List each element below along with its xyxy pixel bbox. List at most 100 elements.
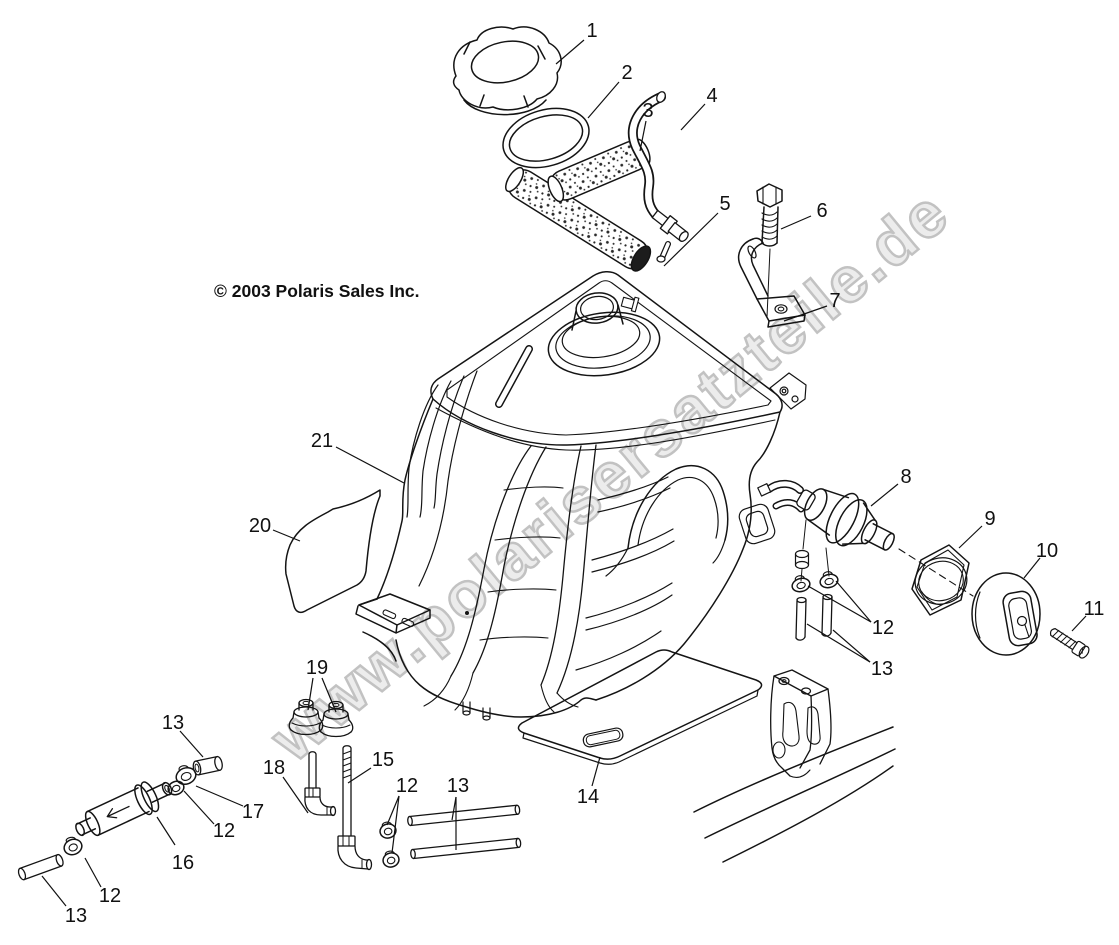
clamp-bottom-left-part xyxy=(63,836,83,856)
callout-leader-line xyxy=(84,857,102,888)
tank-foot-flange xyxy=(355,593,431,662)
callout-label-12: 12 xyxy=(872,617,894,639)
callout-label-12: 12 xyxy=(396,775,418,797)
grommet-part xyxy=(288,698,354,738)
heat-shield-part xyxy=(517,649,763,765)
callout-label-20: 20 xyxy=(249,515,271,537)
seat-channel xyxy=(423,444,597,713)
callout-leader-line xyxy=(321,677,337,713)
callout-leader-line xyxy=(391,795,400,854)
callout-label-21: 21 xyxy=(311,430,333,452)
callout-label-3: 3 xyxy=(642,100,653,122)
callout-label-4: 4 xyxy=(706,85,717,107)
mount-bracket-part xyxy=(737,237,806,328)
callout-leader-line xyxy=(195,785,244,807)
callout-label-11: 11 xyxy=(1084,598,1105,620)
callout-label-13: 13 xyxy=(65,905,87,927)
tee-fitting-part xyxy=(651,209,689,263)
callout-leader-line xyxy=(335,446,405,484)
tank-mount-tab xyxy=(769,372,807,410)
callout-label-12: 12 xyxy=(213,820,235,842)
callout-leader-line xyxy=(780,215,812,230)
callout-leader-line xyxy=(807,585,872,623)
callout-leader-line xyxy=(680,103,706,131)
fuel-valve-part xyxy=(757,479,895,582)
callout-leader-line xyxy=(639,120,647,152)
callout-leader-line xyxy=(1023,557,1041,579)
callout-label-6: 6 xyxy=(816,200,827,222)
fuel-tank-part xyxy=(355,271,807,721)
fuel-filter-part xyxy=(75,781,173,837)
callout-label-2: 2 xyxy=(621,62,632,84)
callout-label-8: 8 xyxy=(900,466,911,488)
callout-label-13: 13 xyxy=(162,712,184,734)
callout-leader-line xyxy=(555,39,585,65)
callout-leader-line xyxy=(41,875,67,907)
fuel-cap-part xyxy=(452,26,562,116)
callout-leader-line xyxy=(832,629,871,663)
bolt-part xyxy=(756,183,783,318)
short-hose-part xyxy=(192,755,223,776)
tank-pegs xyxy=(462,701,491,721)
callout-leader-line xyxy=(835,580,872,623)
callout-leader-line xyxy=(272,529,301,542)
callout-leader-line xyxy=(870,483,899,507)
callout-label-17: 17 xyxy=(242,801,264,823)
callout-leader-line xyxy=(183,790,215,825)
tank-pad-part xyxy=(284,489,381,614)
retainer-nut-part xyxy=(911,544,970,616)
assembly-axis-line xyxy=(898,548,974,597)
elbow-fitting-part xyxy=(304,751,337,817)
fuel-gauge-strip xyxy=(495,345,533,408)
callout-leader-line xyxy=(282,776,309,814)
tank-side-tab xyxy=(738,503,776,545)
callout-label-1: 1 xyxy=(586,20,597,42)
vent-hose-part xyxy=(627,91,666,220)
foam-strip-part xyxy=(505,138,652,272)
callout-label-9: 9 xyxy=(984,508,995,530)
frame-bracket xyxy=(770,669,832,778)
callout-label-13: 13 xyxy=(871,658,893,680)
callout-label-15: 15 xyxy=(372,749,394,771)
callout-leader-line xyxy=(386,795,400,826)
clamp-bottom-mid-part xyxy=(379,821,400,868)
callout-leader-line xyxy=(958,525,983,549)
callout-leader-line xyxy=(783,305,828,322)
callout-label-12: 12 xyxy=(99,885,121,907)
callout-leader-line xyxy=(156,816,176,846)
tube-bottom-mid-part xyxy=(407,804,522,860)
callout-leader-line xyxy=(179,730,204,758)
callout-leader-line xyxy=(806,623,871,663)
o-ring-part xyxy=(502,107,590,169)
callout-label-19: 19 xyxy=(306,657,328,679)
callout-label-18: 18 xyxy=(263,757,285,779)
flow-arrow xyxy=(106,805,130,819)
callout-leader-line xyxy=(591,756,601,787)
callout-label-16: 16 xyxy=(172,852,194,874)
callout-label-5: 5 xyxy=(719,193,730,215)
valve-cap-part xyxy=(971,572,1041,656)
tank-side-ribs xyxy=(575,476,675,671)
callout-leader-line xyxy=(663,212,719,267)
callout-leader-line xyxy=(451,796,457,821)
hose-bottom-left-part xyxy=(17,853,64,881)
callout-leader-line xyxy=(347,767,372,784)
copyright-text: © 2003 Polaris Sales Inc. xyxy=(214,281,420,301)
screw-part xyxy=(1049,628,1090,659)
callout-leader-line xyxy=(1071,615,1087,632)
hose-clamp-part xyxy=(791,571,839,593)
callout-leader-line xyxy=(307,677,314,711)
callout-label-13: 13 xyxy=(447,775,469,797)
fuel-line-part xyxy=(795,593,833,641)
long-fitting-part xyxy=(337,745,373,871)
filler-neck xyxy=(547,292,661,377)
vent-hole xyxy=(465,611,469,615)
callout-label-14: 14 xyxy=(577,786,599,808)
frame-rail xyxy=(693,726,896,863)
callout-leader-line xyxy=(587,81,620,119)
callout-label-7: 7 xyxy=(829,290,840,312)
callout-label-10: 10 xyxy=(1036,540,1058,562)
